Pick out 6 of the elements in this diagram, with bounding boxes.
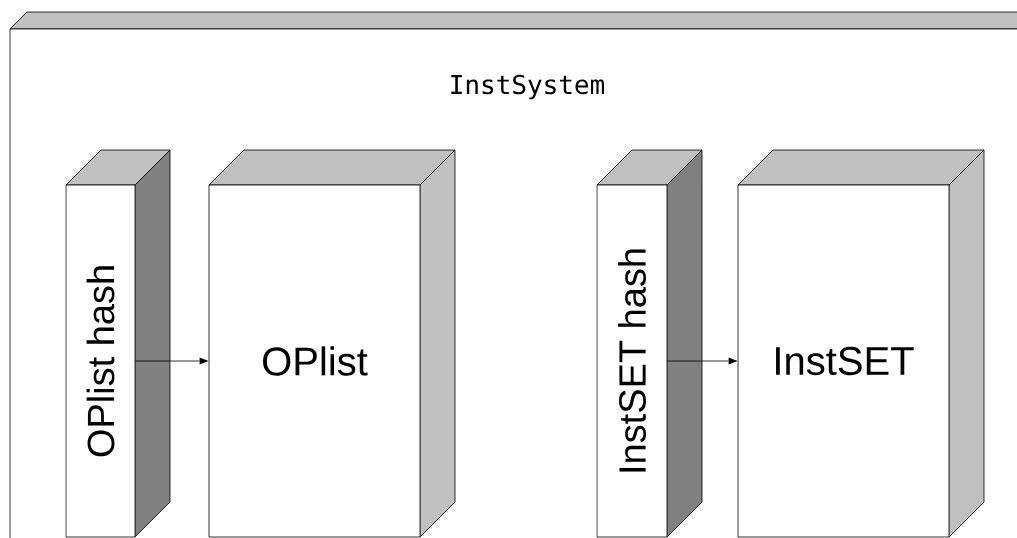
block-box-drawing: OPlist — [208, 149, 456, 538]
hash-box-drawing: InstSET hash — [596, 149, 703, 538]
arrow — [667, 357, 738, 365]
hash-box-drawing: OPlist hash — [65, 149, 171, 538]
block-box-drawing: InstSET — [737, 149, 985, 538]
arrow — [135, 357, 209, 365]
